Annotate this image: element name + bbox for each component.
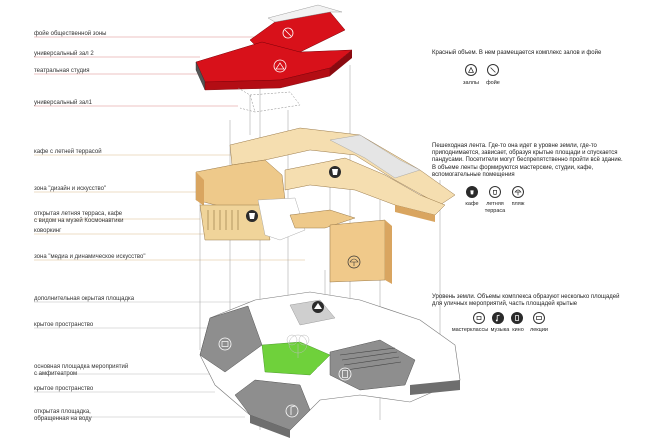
label-open-terrace: открытая летняя терраса, кафе с видом на…	[34, 211, 124, 224]
label-universal-hall-1: универсальный зал1	[34, 100, 92, 106]
label-media-zone: зона "медиа и динамическое искусство"	[34, 254, 146, 260]
legend-yellow-label-3: пляж	[511, 201, 525, 207]
legend-ground-label-2: музыка	[490, 327, 510, 333]
workshop-icon	[473, 312, 485, 324]
music-icon	[492, 312, 504, 324]
terrace-icon	[489, 186, 501, 198]
cafe-icon	[466, 186, 478, 198]
red-volume	[195, 4, 353, 113]
legend-ground-label-1: мастерклассы	[451, 327, 489, 333]
label-design-art-zone: зона "дизайн и искусство"	[34, 186, 107, 192]
legend-red-label-2: фойе	[486, 80, 500, 86]
foyer-icon	[487, 64, 499, 76]
legend-yellow-label-2: летняя терраса	[484, 201, 506, 214]
legend-ground-text: Уровень земли. Объемы комплекса образуют…	[432, 294, 620, 308]
label-coworking: коворкинг	[34, 228, 62, 234]
label-theatre-studio: театральная студия	[34, 68, 90, 74]
ground-volume	[199, 291, 461, 438]
label-waterfront-area: открытая площадка, обращенная на воду	[34, 409, 92, 422]
label-extra-open-area: дополнительная окрытая площадка	[34, 296, 135, 302]
label-cafe-terrace: кафе с летней террасой	[34, 149, 102, 155]
legend-ground-label-3: кино	[512, 327, 524, 333]
label-covered-space-1: крытое пространство	[34, 322, 94, 328]
legend-ground-label-4: лекции	[530, 327, 548, 333]
hall-icon	[465, 64, 477, 76]
label-main-event-area: основная площадка мероприятий с амфитеат…	[34, 364, 129, 377]
beach-icon	[512, 186, 524, 198]
label-covered-space-2: крытое пространство	[34, 386, 94, 392]
label-foyer-public: фойе общественной зоны	[34, 31, 107, 37]
legend-yellow-text: Пешеходная лента. Где-то она идет в уров…	[432, 143, 623, 178]
yellow-volume	[195, 127, 456, 284]
cinema-icon	[511, 312, 523, 324]
label-universal-hall-2: универсальный зал 2	[34, 51, 94, 57]
tree-icon	[286, 334, 310, 358]
legend-red-text: Красный объем. В нем размещается комплек…	[432, 50, 602, 56]
legend-yellow-label-1: кафе	[465, 201, 479, 207]
leader-lines-red	[34, 36, 255, 107]
legend-red-label-1: заллы	[463, 80, 479, 86]
lecture-icon	[533, 312, 545, 324]
